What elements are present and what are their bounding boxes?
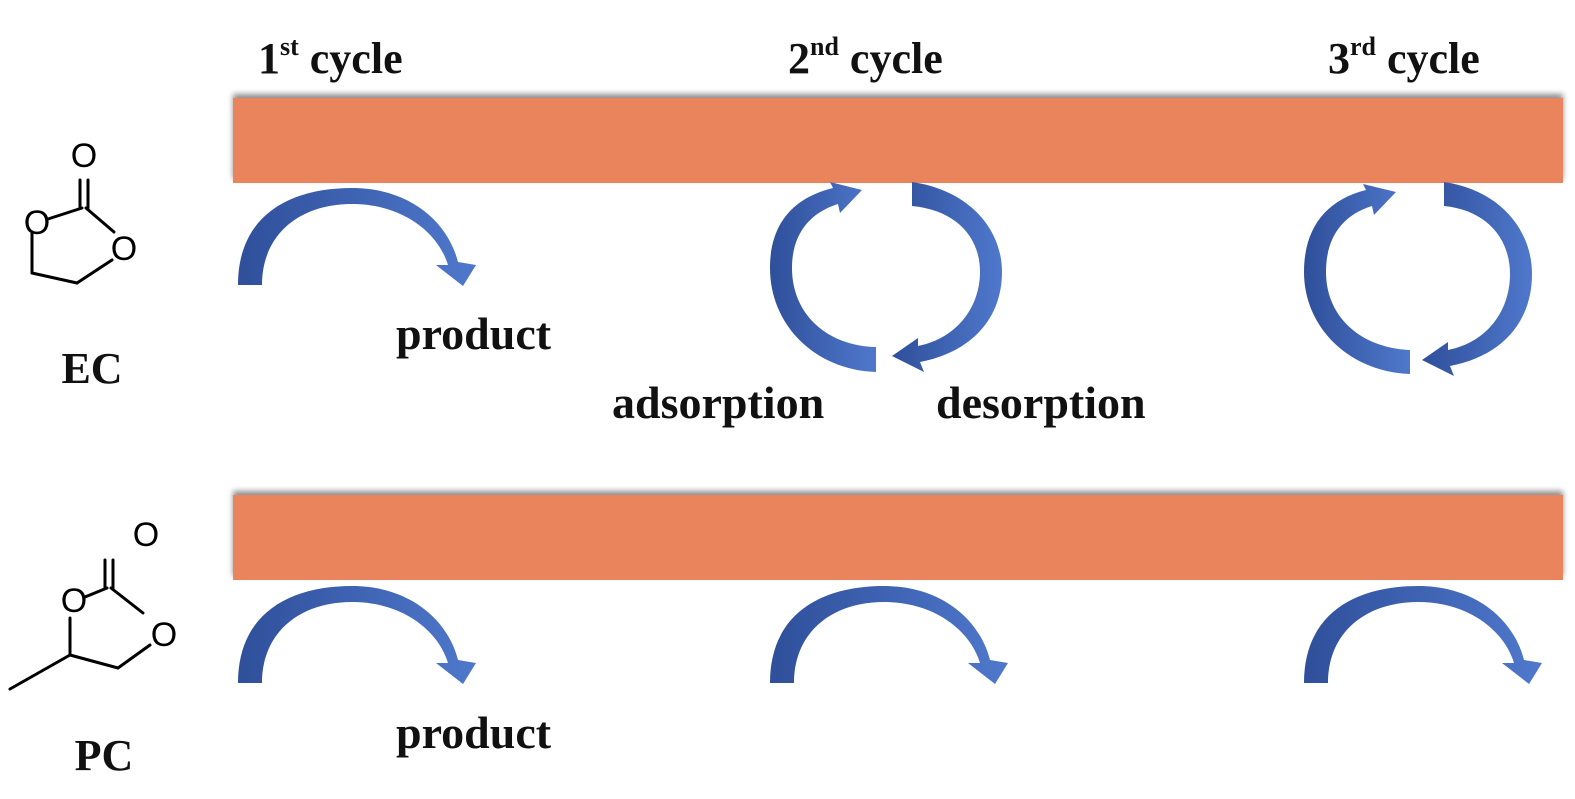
ec-cycle3-desorption-arrow — [1422, 182, 1532, 376]
pc-atom-ring-oxygen-left: O — [61, 582, 87, 620]
ec-atom-ring-oxygen-right: O — [111, 230, 137, 268]
ec-molecule — [30, 178, 116, 285]
ec-cycle1-arc-arrow — [238, 188, 476, 286]
pc-catalyst-bar — [233, 495, 1563, 580]
pc-label: PC — [75, 731, 134, 780]
ec-product-label: product — [396, 308, 552, 359]
pc-product-label: product — [396, 707, 552, 758]
ec-cycle2-adsorption-arrow — [770, 182, 876, 372]
pc-cycle1-arc-arrow — [238, 586, 476, 684]
pc-atom-carbonyl-oxygen: O — [133, 516, 159, 554]
cycle-label-3: 3rd cycle — [1328, 32, 1480, 83]
pc-atom-ring-oxygen-right: O — [151, 616, 177, 654]
desorption-label: desorption — [936, 377, 1146, 428]
adsorption-label: adsorption — [612, 377, 824, 428]
ec-label: EC — [61, 344, 122, 393]
ec-cycle3-adsorption-arrow — [1304, 184, 1410, 374]
pc-cycle2-arc-arrow — [770, 586, 1008, 684]
cycle-label-1: 1st cycle — [258, 32, 403, 83]
ec-catalyst-bar — [233, 98, 1563, 183]
pc-cycle3-arc-arrow — [1304, 586, 1542, 684]
ec-atom-ring-oxygen-left: O — [24, 204, 50, 242]
ec-cycle2-desorption-arrow — [892, 182, 1002, 372]
pc-molecule — [8, 558, 152, 691]
cycle-label-2: 2nd cycle — [788, 32, 943, 83]
ec-atom-carbonyl-oxygen: O — [71, 137, 97, 175]
